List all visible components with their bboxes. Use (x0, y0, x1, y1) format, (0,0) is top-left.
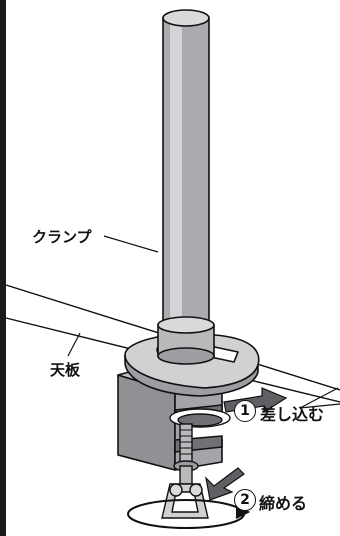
step2-label: 締める (259, 494, 308, 513)
clamp-screw (161, 408, 231, 519)
step1-label: 差し込む (260, 405, 325, 424)
tighten-arrow (205, 467, 245, 501)
tabletop-label: 天板 (50, 361, 81, 379)
leader-lines (67, 235, 159, 357)
step1-number-badge: 1 (234, 400, 256, 422)
tabletop-edge-arrowhead (299, 387, 340, 409)
monitor-pole (157, 9, 215, 365)
step2-number-badge: 2 (234, 489, 256, 511)
clamp-label: クランプ (32, 228, 92, 246)
left-edge-bar (0, 0, 6, 536)
